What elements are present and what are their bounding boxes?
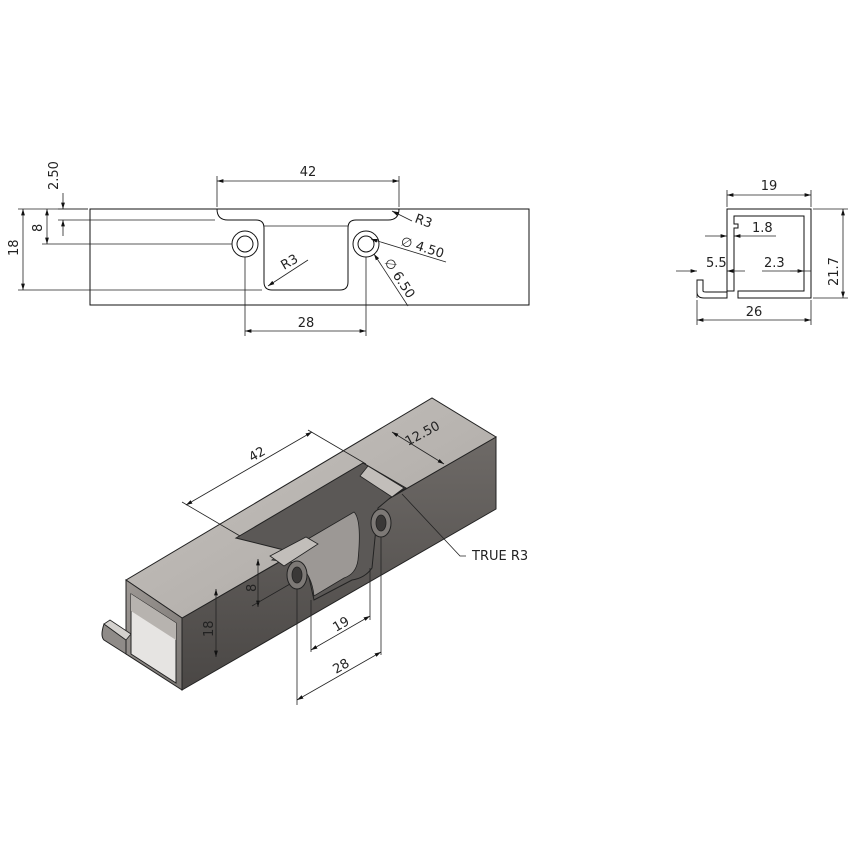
iso-dim-42-line	[185, 431, 313, 506]
iso-hole-left	[286, 560, 308, 590]
iso-true-r3-leader	[401, 493, 466, 557]
iso-slot-floor	[270, 511, 360, 597]
front-r3-inner-label: R3	[279, 252, 301, 274]
front-dim-18-label: 18	[7, 239, 22, 256]
front-body-outline	[89, 208, 530, 306]
side-dim-1-8-label: 1.8	[752, 221, 773, 236]
iso-dim-42-label: 42	[247, 444, 269, 465]
front-r3-corner-label: R3	[413, 212, 434, 232]
front-dia-6-50-leader	[373, 253, 409, 307]
iso-slot-tab-right	[359, 465, 405, 498]
front-dia-4-50-label: ∅ 4.50	[399, 234, 446, 261]
side-dim-21-7-label: 21.7	[827, 257, 842, 286]
side-dim-19-label: 19	[761, 179, 778, 194]
iso-dim-8-label: 8	[245, 584, 260, 592]
iso-dim-12-50-line	[391, 431, 445, 465]
front-dia-4-50-leader	[370, 238, 447, 263]
iso-dim-19-label: 19	[331, 614, 353, 635]
front-view: 42 2.50 8 18 R3 R3 ∅ 4.50 ∅ 6.50 28	[7, 161, 530, 336]
iso-dim-19-line	[310, 615, 371, 651]
iso-lip	[101, 623, 127, 655]
front-dim-42-label: 42	[300, 165, 317, 180]
front-dia-6-50-label: ∅ 6.50	[381, 256, 418, 301]
front-cutout-outline	[216, 208, 400, 291]
iso-ext-42-right	[307, 429, 367, 465]
iso-dim-18-label: 18	[202, 620, 217, 637]
iso-ext-8	[251, 583, 291, 607]
iso-true-r3-label: TRUE R3	[471, 549, 528, 564]
side-dim-2-3-label: 2.3	[764, 256, 785, 271]
side-dim-26-label: 26	[746, 305, 763, 320]
front-dim-28-label: 28	[298, 316, 315, 331]
iso-slot-tab-left	[269, 536, 319, 567]
iso-dim-28-line	[296, 651, 382, 701]
iso-lip-top	[103, 619, 132, 641]
side-lip-outline	[696, 279, 728, 299]
front-hole-right	[352, 230, 380, 258]
iso-ext-42-left	[181, 501, 241, 537]
side-dim-5-5-label: 5.5	[706, 256, 727, 271]
iso-hole-right	[370, 508, 392, 538]
side-profile-view: 19 21.7 1.8 5.5 2.3 26	[676, 179, 848, 325]
iso-end-inner-shadow	[131, 594, 176, 640]
front-dim-8-label: 8	[31, 224, 46, 232]
front-r3-inner-leader	[267, 259, 309, 287]
side-profile-outline	[726, 208, 812, 299]
front-dim-2-50-label: 2.50	[47, 161, 62, 190]
front-hole-left	[231, 230, 259, 258]
front-r3-corner-leader	[391, 210, 413, 222]
iso-dim-28-label: 28	[331, 656, 353, 677]
isometric-view: 42 12.50 TRUE R3 8 18 19 28	[101, 397, 528, 705]
